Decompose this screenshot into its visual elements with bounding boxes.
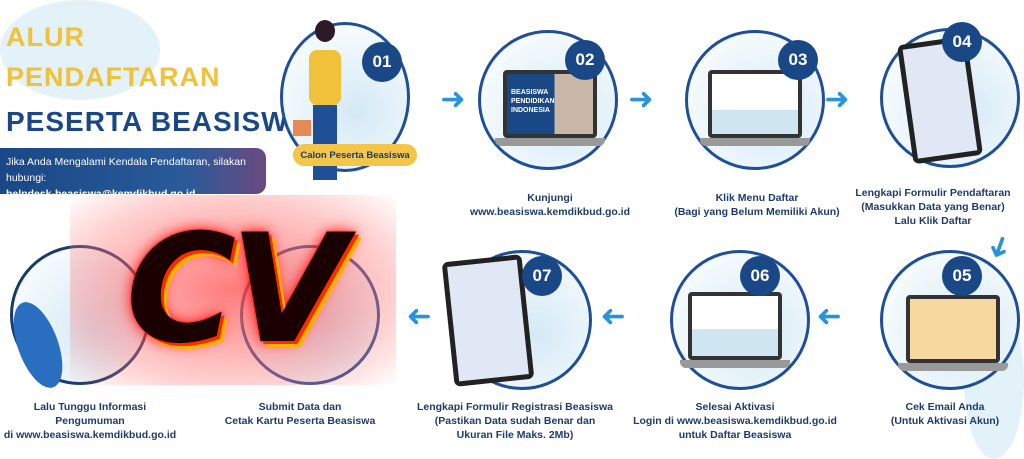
step-badge: 07 — [522, 256, 562, 296]
caption-line: (Masukkan Data yang Benar) — [861, 201, 1005, 213]
step-05-caption: Cek Email Anda (Untuk Aktivasi Akun) — [870, 400, 1020, 428]
caption-line: Cek Email Anda — [905, 401, 985, 413]
arrow-right-icon: ➜ — [824, 83, 850, 116]
arrow-right-icon: ➜ — [440, 83, 466, 116]
caption-line: (Bagi yang Belum Memiliki Akun) — [674, 206, 840, 218]
caption-link[interactable]: Login di www.beasiswa.kemdikbud.go.id — [633, 415, 837, 427]
laptop-illustration: BEASISWA PENDIDIKAN INDONESIA — [495, 70, 605, 148]
caption-line: Lalu Tunggu Informasi Pengumuman — [33, 401, 147, 427]
caption-link[interactable]: www.beasiswa.kemdikbud.go.id — [469, 206, 631, 218]
helpdesk-box: Jika Anda Mengalami Kendala Pendaftaran,… — [0, 148, 266, 200]
step-badge: 02 — [565, 40, 605, 80]
step-06-caption: Selesai Aktivasi Login di www.beasiswa.k… — [625, 400, 845, 442]
step-badge: 03 — [778, 40, 818, 80]
website-banner: BEASISWA PENDIDIKAN INDONESIA — [507, 74, 593, 134]
caption-line: Ukuran File Maks. 2Mb) — [456, 429, 574, 441]
title-line-2: PENDAFTARAN — [6, 62, 221, 92]
step-badge: 04 — [942, 22, 982, 62]
title-line-3: PESERTA BEASISWA — [6, 106, 309, 137]
background-cloud — [0, 0, 160, 100]
caption-line: Submit Data dan — [258, 401, 342, 413]
laptop-illustration — [898, 295, 1008, 373]
step-09-caption: Lalu Tunggu Informasi Pengumuman di www.… — [0, 400, 180, 442]
caption-line: (Untuk Aktivasi Akun) — [890, 415, 1000, 427]
tablet-illustration — [441, 254, 535, 387]
step-08-caption: Submit Data dan Cetak Kartu Peserta Beas… — [190, 400, 410, 428]
caption-line: Lengkapi Formulir Registrasi Beasiswa — [416, 401, 614, 413]
cv-logo-text: CV — [125, 203, 346, 377]
caption-line: Selesai Aktivasi — [695, 401, 775, 413]
cv-logo-overlay: CV — [70, 195, 396, 385]
arrow-right-icon: ➜ — [628, 83, 654, 116]
arrow-left-icon: ➜ — [600, 300, 626, 333]
arrow-left-icon: ➜ — [406, 300, 432, 333]
caption-line: (Pastikan Data sudah Benar dan — [434, 415, 596, 427]
caption-line: Lengkapi Formulir Pendaftaran — [855, 187, 1011, 199]
caption-link[interactable]: di www.beasiswa.kemdikbud.go.id — [3, 429, 177, 441]
person-illustration — [293, 20, 345, 185]
step-07-caption: Lengkapi Formulir Registrasi Beasiswa (P… — [405, 400, 625, 442]
step-04-caption: Lengkapi Formulir Pendaftaran (Masukkan … — [846, 186, 1020, 228]
step-badge: 06 — [740, 256, 780, 296]
step-02-caption: Kunjungi www.beasiswa.kemdikbud.go.id — [440, 191, 660, 219]
step-badge: 05 — [942, 256, 982, 296]
step-03-caption: Klik Menu Daftar (Bagi yang Belum Memili… — [647, 191, 867, 219]
laptop-illustration — [680, 292, 790, 370]
caption-line: Kunjungi — [527, 192, 573, 204]
step-01-label: Calon Peserta Beasiswa — [293, 144, 417, 166]
title-line-1: ALUR — [6, 22, 85, 52]
caption-line: Cetak Kartu Peserta Beasiswa — [224, 415, 376, 427]
arrow-left-icon: ➜ — [816, 300, 842, 333]
caption-line: Lalu Klik Daftar — [894, 215, 972, 227]
step-badge: 01 — [362, 42, 402, 82]
laptop-illustration — [700, 70, 810, 148]
help-text: Jika Anda Mengalami Kendala Pendaftaran,… — [6, 156, 246, 184]
caption-line: untuk Daftar Beasiswa — [678, 429, 792, 441]
caption-line: Klik Menu Daftar — [715, 192, 799, 204]
